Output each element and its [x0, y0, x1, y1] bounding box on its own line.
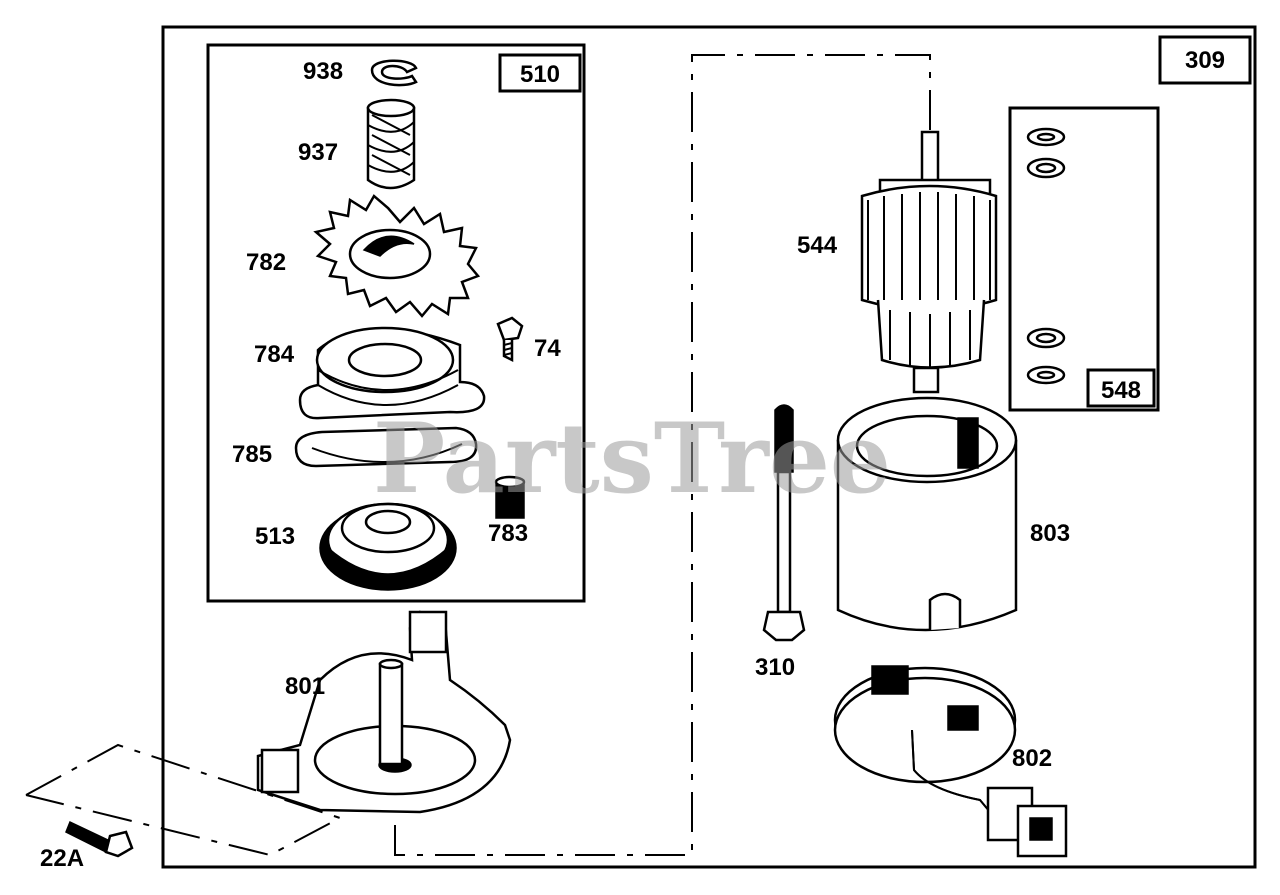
label-22A: 22A: [40, 845, 84, 872]
part-548-washer-set: [1026, 127, 1066, 385]
part-784-drive-cap: [298, 326, 486, 420]
label-784: 784: [254, 341, 295, 368]
assembly-line-bolt: [25, 743, 343, 857]
label-513: 513: [255, 523, 295, 550]
part-783-small-gear: [494, 475, 526, 519]
part-782-pinion-gear: [313, 194, 481, 318]
label-74: 74: [534, 335, 561, 362]
label-310: 310: [755, 654, 795, 681]
assembly-548-tag: [1086, 368, 1156, 408]
label-938: 938: [303, 58, 343, 85]
part-785-gasket: [294, 426, 478, 468]
part-937-helix-gear: [366, 98, 416, 190]
label-801: 801: [285, 673, 325, 700]
label-783: 783: [488, 520, 528, 547]
part-802-brush-plate: [833, 665, 1068, 858]
assembly-309-frame: [161, 25, 1257, 869]
assembly-548-label: 548: [1101, 377, 1141, 404]
watermark-text: PartsTree: [373, 402, 891, 515]
assembly-548-frame: [1008, 106, 1160, 412]
label-803: 803: [1030, 520, 1070, 547]
assembly-510-label: 510: [520, 61, 560, 88]
part-22A-bolt: [65, 820, 134, 858]
part-803-motor-housing: [836, 396, 1018, 632]
assembly-510-tag: [498, 53, 582, 93]
part-938-retaining-ring: [370, 59, 418, 87]
label-937: 937: [298, 139, 338, 166]
part-801-drive-end-cap: [256, 610, 512, 814]
label-544: 544: [797, 232, 838, 259]
part-544-armature: [860, 130, 998, 394]
label-785: 785: [232, 441, 272, 468]
part-513-ring-gear: [319, 502, 457, 591]
assembly-309-label: 309: [1185, 47, 1225, 74]
assembly-510-frame: [206, 43, 586, 603]
part-310-through-bolt: [762, 404, 806, 642]
label-782: 782: [246, 249, 286, 276]
assembly-309-tag: [1158, 35, 1252, 85]
label-802: 802: [1012, 745, 1052, 772]
part-74-screw: [496, 316, 524, 363]
assembly-line-center: [394, 54, 931, 856]
